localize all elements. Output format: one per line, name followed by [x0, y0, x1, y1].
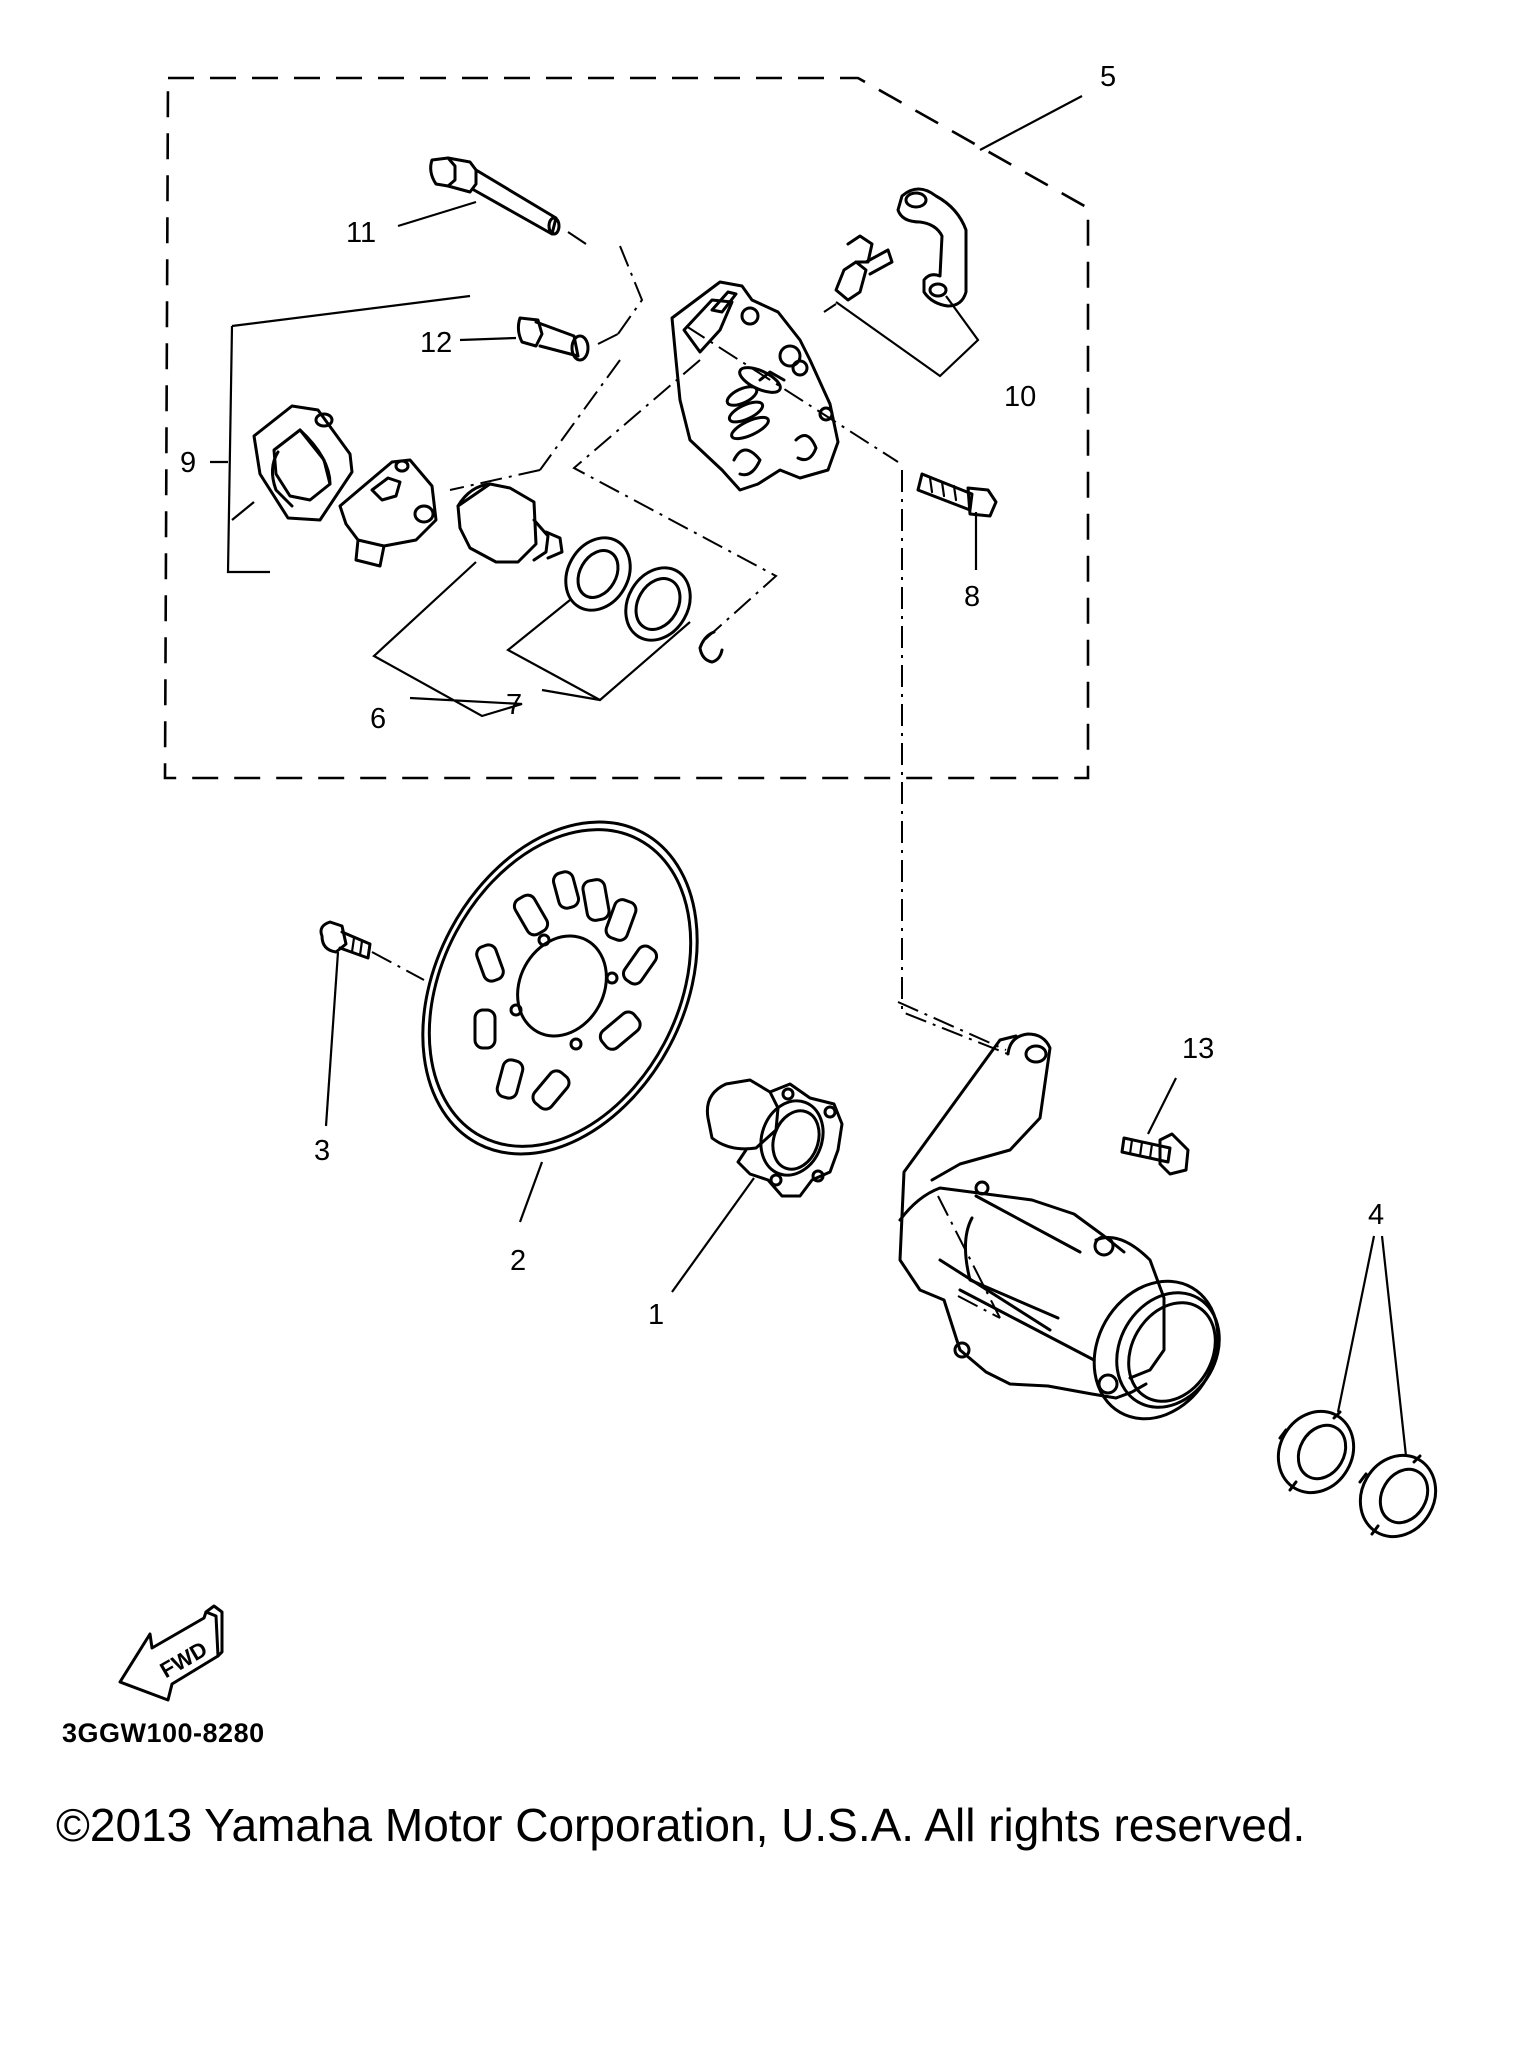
callout-9: 9: [180, 447, 196, 479]
assembly-line: [685, 325, 899, 463]
callout-8: 8: [964, 581, 980, 613]
callout-2: 2: [510, 1245, 526, 1277]
leader-2: [518, 1161, 544, 1223]
assembly-line: [567, 231, 587, 245]
leader-1: [671, 1177, 755, 1293]
callout-6: 6: [370, 703, 386, 735]
assembly-line-to-bracket: [901, 470, 1009, 1055]
part-4-axle-nut: [1276, 1409, 1356, 1495]
assembly-line: [449, 469, 541, 491]
part-13-bracket-bolt: [1120, 1132, 1190, 1176]
callout-10: 10: [1004, 381, 1036, 413]
assembly-line: [539, 359, 621, 471]
callout-3: 3: [314, 1135, 330, 1167]
assembly-line: [597, 333, 619, 345]
caliper-body: [670, 280, 840, 492]
part-11-slide-pin: [429, 156, 561, 236]
assembly-line: [897, 1001, 1007, 1051]
leader-5: [979, 95, 1083, 151]
part-4-axle-nut: [1358, 1453, 1438, 1539]
callout-12: 12: [420, 327, 452, 359]
part-7-piston-seal: [564, 536, 632, 612]
part-7-dust-seal: [624, 566, 692, 642]
leader-3: [324, 951, 340, 1127]
part-9-brake-pad: [338, 458, 438, 568]
leader-13: [1147, 1077, 1177, 1135]
leader-4b: [1380, 1235, 1408, 1457]
part-12-pin: [516, 316, 590, 362]
part-10-hose-guide: [896, 187, 968, 308]
copyright-notice: ©2013 Yamaha Motor Corporation, U.S.A. A…: [56, 1799, 1306, 1851]
caliper-bracket-axle-housing: [898, 1032, 1221, 1421]
caliper-assembly-boundary: [163, 76, 1090, 780]
fwd-direction-arrow: FWD: [118, 1604, 224, 1702]
part-2-brake-disc: [421, 820, 699, 1156]
callout-5: 5: [1100, 61, 1116, 93]
leader-4a: [1336, 1235, 1376, 1413]
leader-10: [835, 295, 980, 378]
diagram-code: 3GGW100-8280: [62, 1718, 265, 1748]
leader-7a: [506, 599, 691, 702]
part-1-hub-flange: [705, 1078, 844, 1198]
callout-13: 13: [1182, 1033, 1214, 1065]
part-6-piston: [456, 482, 564, 564]
assembly-line: [617, 245, 644, 335]
assembly-line: [823, 303, 837, 313]
callout-1: 1: [648, 1299, 664, 1331]
part-10-bleed-screw: [834, 234, 894, 302]
assembly-line: [572, 359, 778, 645]
o-ring: [698, 630, 724, 664]
bracket-9: [226, 325, 270, 574]
callout-7: 7: [506, 689, 522, 721]
leader-12: [459, 336, 517, 342]
part-8-caliper-bolt: [916, 472, 998, 518]
leader-7b: [541, 688, 601, 702]
leader-11: [397, 200, 477, 228]
callout-4: 4: [1368, 1199, 1384, 1231]
part-3-disc-bolt: [319, 920, 425, 981]
callout-11: 11: [346, 217, 376, 249]
leader-6: [372, 561, 523, 718]
part-9-pad-shim: [252, 404, 354, 522]
